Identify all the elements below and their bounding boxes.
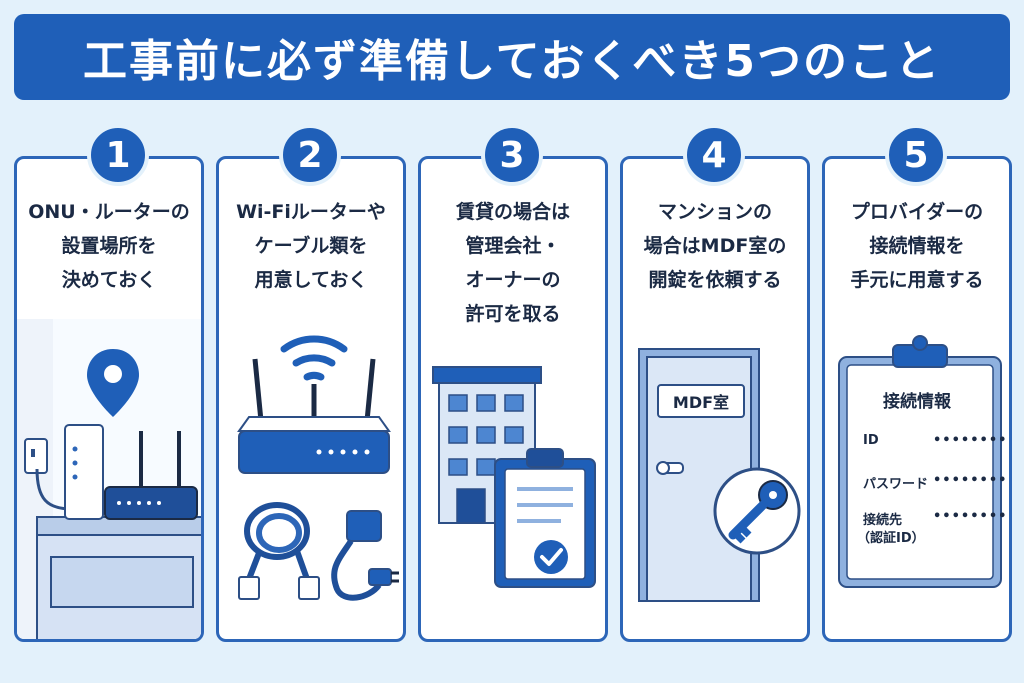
building-clipboard-icon xyxy=(432,366,596,588)
clipboard-password-label: パスワード xyxy=(863,477,929,492)
step-number-1: 1 xyxy=(87,124,149,186)
step-1-line-2: 設置場所を xyxy=(61,235,157,257)
clipboard-id-label: ID xyxy=(863,433,879,448)
step-2-line-1: Wi-Fiルーターや xyxy=(236,201,386,223)
step-text-5: プロバイダーの 接続情報を 手元に用意する xyxy=(825,195,1009,297)
step-2-line-2: ケーブル類を xyxy=(254,235,368,257)
door-label: MDF室 xyxy=(657,384,745,418)
step-text-1: ONU・ルーターの 設置場所を 決めておく xyxy=(17,195,201,297)
step-3-line-3: オーナーの xyxy=(465,269,561,291)
clipboard-info-icon xyxy=(838,335,1002,588)
step-text-3: 賃貸の場合は 管理会社・ オーナーの 許可を取る xyxy=(421,195,605,331)
step-card-5: プロバイダーの 接続情報を 手元に用意する 接続情報 ID •••••••• パ… xyxy=(822,156,1012,642)
step-card-2: Wi-Fiルーターや ケーブル類を 用意しておく xyxy=(216,156,406,642)
step-card-4: マンションの 場合はMDF室の 開錠を依頼する MDF室 xyxy=(620,156,810,642)
step-text-2: Wi-Fiルーターや ケーブル類を 用意しておく xyxy=(219,195,403,297)
step-5-line-2: 接続情報を xyxy=(869,235,965,257)
location-pin-router-icon xyxy=(17,319,201,639)
step-4-line-1: マンションの xyxy=(657,201,772,223)
clipboard-id-value: •••••••• xyxy=(933,433,1008,448)
clipboard-endpoint-value: •••••••• xyxy=(933,509,1008,524)
step-number-5: 5 xyxy=(885,124,947,186)
clipboard-password-value: •••••••• xyxy=(933,473,1008,488)
step-5-line-3: 手元に用意する xyxy=(850,269,984,291)
step-3-line-2: 管理会社・ xyxy=(465,235,561,257)
clipboard-endpoint-sublabel: （認証ID） xyxy=(857,531,925,546)
step-1-line-1: ONU・ルーターの xyxy=(28,201,190,223)
step-4-line-2: 場合はMDF室の xyxy=(643,235,787,257)
title-banner: 工事前に必ず準備しておくべき5つのこと xyxy=(14,14,1010,100)
step-number-4: 4 xyxy=(683,124,745,186)
step-number-3: 3 xyxy=(481,124,543,186)
step-card-1: ONU・ルーターの 設置場所を 決めておく xyxy=(14,156,204,642)
step-3-line-4: 許可を取る xyxy=(465,303,561,325)
step-text-4: マンションの 場合はMDF室の 開錠を依頼する xyxy=(623,195,807,297)
step-number-2: 2 xyxy=(279,124,341,186)
step-5-line-1: プロバイダーの xyxy=(850,201,984,223)
step-2-line-3: 用意しておく xyxy=(254,269,368,291)
step-4-line-3: 開錠を依頼する xyxy=(648,269,782,291)
wifi-router-cable-icon xyxy=(237,335,399,601)
clipboard-endpoint-label: 接続先 xyxy=(863,513,903,528)
step-card-3: 賃貸の場合は 管理会社・ オーナーの 許可を取る xyxy=(418,156,608,642)
clipboard-title: 接続情報 xyxy=(883,392,951,412)
step-3-line-1: 賃貸の場合は xyxy=(455,201,570,223)
step-1-line-3: 決めておく xyxy=(61,269,157,291)
page-title: 工事前に必ず準備しておくべき5つのこと xyxy=(83,36,941,87)
